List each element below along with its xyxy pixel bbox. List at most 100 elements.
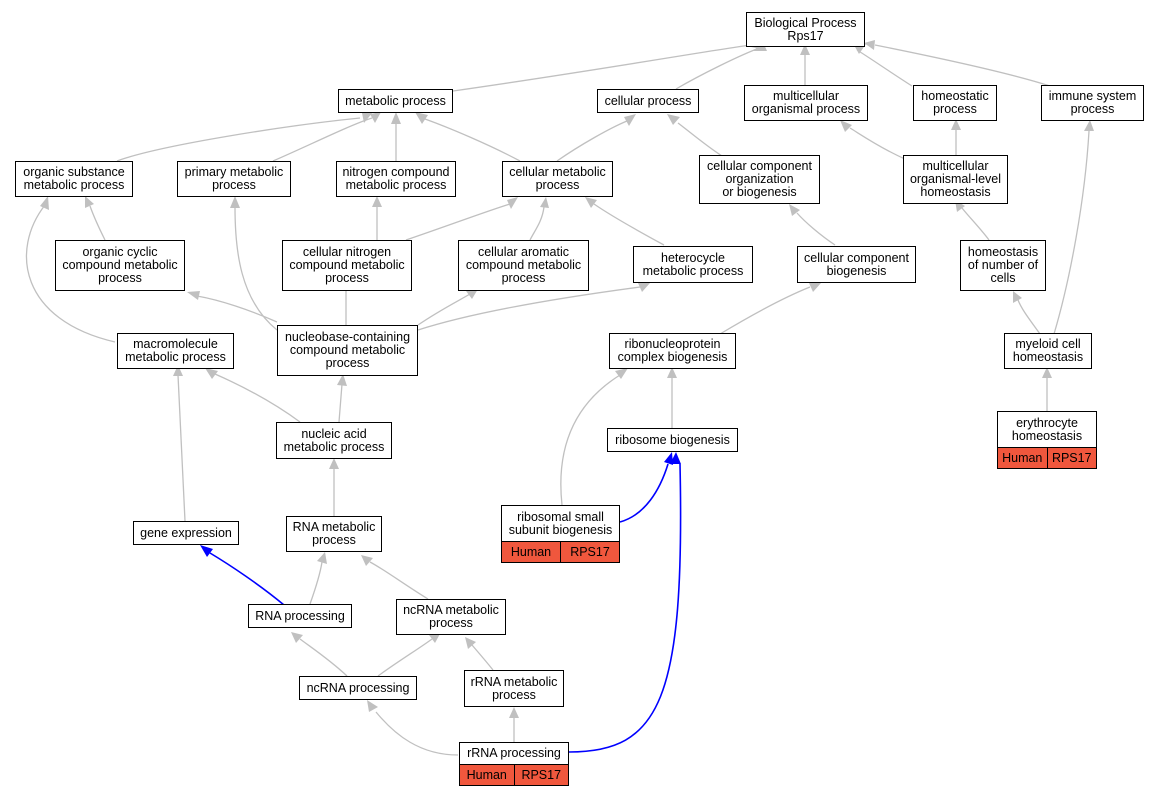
arrowhead bbox=[507, 197, 518, 209]
arrowhead bbox=[509, 707, 519, 718]
node-organic-substance-metabolic-process[interactable]: organic substance metabolic process bbox=[15, 161, 133, 197]
arrowhead bbox=[361, 555, 373, 566]
arrowhead-blue bbox=[200, 545, 213, 557]
edge bbox=[89, 205, 106, 241]
node-homeostasis-of-number-of-cells[interactable]: homeostasis of number of cells bbox=[960, 240, 1046, 291]
edge bbox=[961, 207, 990, 241]
node-rrna-processing[interactable]: rRNA processing bbox=[459, 742, 569, 765]
arrowhead bbox=[540, 197, 549, 208]
annotation-gene: RPS17 bbox=[560, 542, 619, 562]
edge bbox=[556, 120, 628, 162]
edge bbox=[452, 43, 758, 92]
annotation-gene: RPS17 bbox=[1046, 448, 1097, 468]
arrowhead bbox=[372, 196, 382, 207]
annotation-gene: RPS17 bbox=[513, 765, 569, 785]
annotation-species: Human bbox=[1002, 451, 1043, 465]
arrowhead bbox=[362, 112, 373, 123]
node-rrna-metabolic-process[interactable]: rRNA metabolic process bbox=[464, 670, 564, 707]
edge bbox=[299, 638, 348, 677]
node-multicellular-organismal-process[interactable]: multicellular organismal process bbox=[744, 85, 868, 121]
node-nitrogen-compound-metabolic-process[interactable]: nitrogen compound metabolic process bbox=[336, 161, 456, 197]
arrowhead bbox=[624, 114, 636, 126]
node-organic-cyclic-compound-metabolic-process[interactable]: organic cyclic compound metabolic proces… bbox=[55, 240, 185, 291]
edge bbox=[529, 206, 545, 241]
edge-blue bbox=[568, 463, 682, 753]
node-homeostatic-process[interactable]: homeostatic process bbox=[913, 85, 997, 121]
edge bbox=[377, 638, 433, 677]
annotation-rrna-processing: Human RPS17 bbox=[459, 764, 569, 786]
node-ncrna-metabolic-process[interactable]: ncRNA metabolic process bbox=[396, 599, 506, 635]
arrowhead bbox=[840, 120, 852, 132]
edge bbox=[375, 711, 459, 756]
arrowhead bbox=[337, 374, 347, 386]
node-ribosome-biogenesis[interactable]: ribosome biogenesis bbox=[607, 428, 738, 452]
arrowhead bbox=[173, 365, 183, 376]
edge bbox=[177, 374, 186, 522]
edge bbox=[1053, 130, 1090, 335]
arrowhead bbox=[317, 552, 327, 564]
edge bbox=[1017, 299, 1041, 335]
node-multicellular-organismal-level-homeostasis[interactable]: multicellular organismal-level homeostas… bbox=[903, 155, 1008, 204]
annotation-species: Human bbox=[466, 768, 507, 782]
edge-blue bbox=[209, 552, 285, 606]
edge bbox=[424, 118, 521, 162]
node-cellular-metabolic-process[interactable]: cellular metabolic process bbox=[502, 161, 613, 197]
node-myeloid-cell-homeostasis[interactable]: myeloid cell homeostasis bbox=[1004, 333, 1092, 369]
edge bbox=[25, 204, 116, 343]
edge bbox=[234, 206, 278, 331]
edge bbox=[849, 127, 906, 160]
edge bbox=[677, 122, 723, 157]
node-rna-metabolic-process[interactable]: RNA metabolic process bbox=[286, 516, 382, 552]
arrowhead bbox=[864, 40, 875, 50]
node-cellular-nitrogen-compound-metabolic-process[interactable]: cellular nitrogen compound metabolic pro… bbox=[282, 240, 412, 291]
node-nucleic-acid-metabolic-process[interactable]: nucleic acid metabolic process bbox=[276, 422, 392, 459]
arrowhead bbox=[667, 367, 677, 378]
node-primary-metabolic-process[interactable]: primary metabolic process bbox=[177, 161, 291, 197]
arrowhead bbox=[187, 291, 200, 300]
arrowhead bbox=[329, 458, 339, 469]
arrowhead bbox=[800, 44, 810, 55]
node-rna-processing[interactable]: RNA processing bbox=[248, 604, 352, 628]
edge bbox=[405, 203, 511, 241]
node-cellular-aromatic-compound-metabolic-process[interactable]: cellular aromatic compound metabolic pro… bbox=[458, 240, 589, 291]
node-ribosomal-small-subunit-biogenesis[interactable]: ribosomal small subunit biogenesis bbox=[501, 505, 620, 542]
edge bbox=[309, 561, 323, 605]
arrowhead bbox=[291, 632, 303, 643]
arrowhead bbox=[40, 196, 49, 210]
node-cellular-process[interactable]: cellular process bbox=[597, 89, 699, 113]
arrowhead bbox=[667, 114, 680, 125]
arrowhead bbox=[391, 112, 401, 124]
annotation-erythrocyte-homeostasis: Human RPS17 bbox=[997, 447, 1097, 469]
edge bbox=[417, 293, 471, 326]
edge bbox=[338, 383, 343, 423]
node-ncrna-processing[interactable]: ncRNA processing bbox=[299, 676, 417, 700]
arrowhead bbox=[789, 204, 800, 216]
node-biological-process-root[interactable]: Biological Process Rps17 bbox=[746, 12, 865, 47]
node-immune-system-process[interactable]: immune system process bbox=[1041, 85, 1144, 121]
arrowhead bbox=[465, 637, 476, 649]
arrowhead bbox=[638, 283, 650, 292]
edge bbox=[471, 644, 494, 671]
node-metabolic-process[interactable]: metabolic process bbox=[338, 89, 453, 113]
edge bbox=[196, 295, 278, 323]
edge bbox=[417, 286, 641, 331]
arrowhead bbox=[1042, 367, 1052, 378]
node-nucleobase-containing-compound-metabolic-process[interactable]: nucleobase-containing compound metabolic… bbox=[277, 325, 418, 376]
arrowhead bbox=[951, 119, 961, 130]
arrowhead bbox=[809, 283, 821, 292]
node-ribonucleoprotein-complex-biogenesis[interactable]: ribonucleoprotein complex biogenesis bbox=[609, 333, 736, 369]
node-macromolecule-metabolic-process[interactable]: macromolecule metabolic process bbox=[117, 333, 234, 369]
arrowhead bbox=[230, 196, 240, 208]
arrowhead bbox=[1084, 120, 1094, 131]
annotation-ribosomal-small-subunit-biogenesis: Human RPS17 bbox=[501, 541, 620, 563]
node-erythrocyte-homeostasis[interactable]: erythrocyte homeostasis bbox=[997, 411, 1097, 448]
arrowhead bbox=[615, 368, 628, 379]
edge bbox=[369, 561, 429, 600]
edge bbox=[593, 203, 665, 246]
node-cellular-component-organization[interactable]: cellular component organization or bioge… bbox=[699, 155, 820, 204]
edge bbox=[796, 212, 836, 246]
node-gene-expression[interactable]: gene expression bbox=[133, 521, 239, 545]
node-cellular-component-biogenesis[interactable]: cellular component biogenesis bbox=[797, 246, 916, 283]
edge bbox=[116, 117, 361, 162]
node-heterocycle-metabolic-process[interactable]: heterocycle metabolic process bbox=[633, 246, 753, 283]
